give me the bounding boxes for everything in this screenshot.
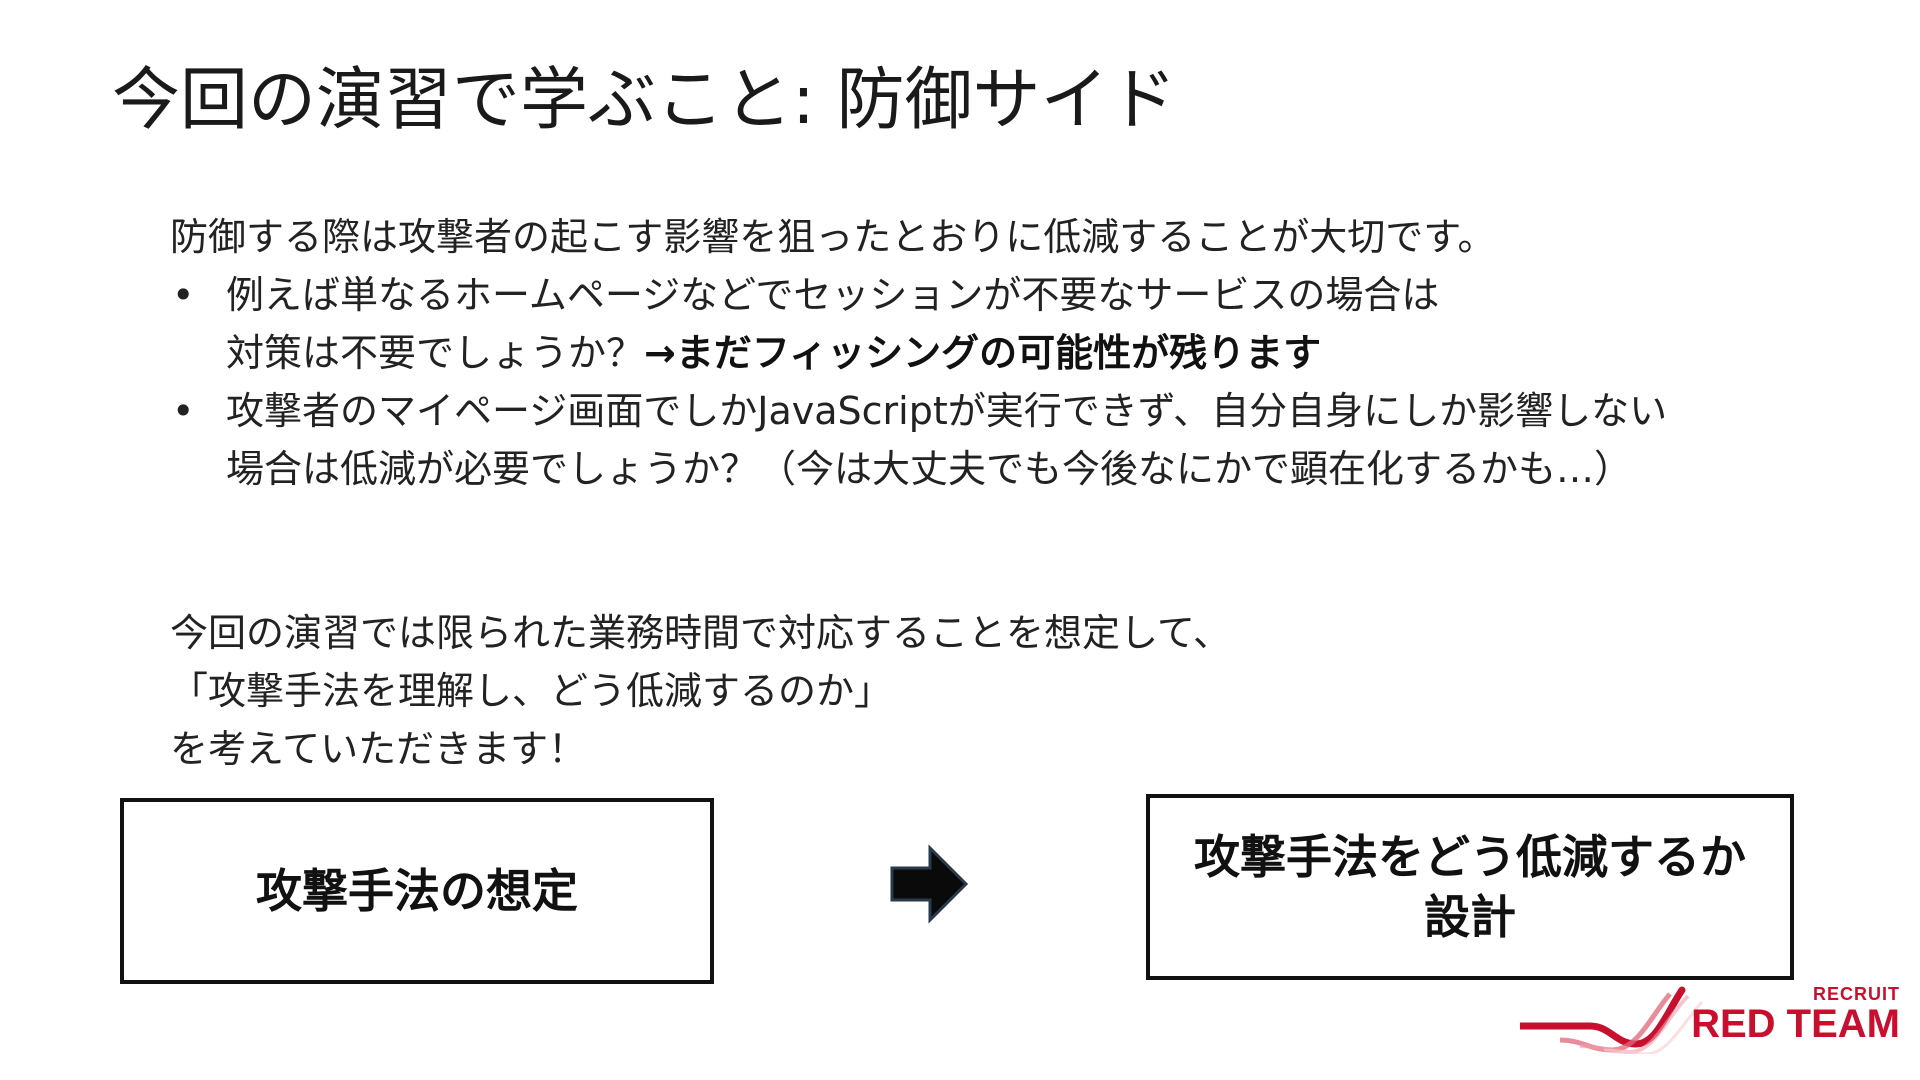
list-item: • 例えば単なるホームページなどでセッションが不要なサービスの場合は 対策は不要…	[170, 266, 1667, 382]
bullet-line: 攻撃者のマイページ画面でしかJavaScriptが実行できず、自分自身にしか影響…	[226, 389, 1668, 433]
list-item: • 攻撃者のマイページ画面でしかJavaScriptが実行できず、自分自身にしか…	[170, 382, 1667, 498]
mitigation-design-box: 攻撃手法をどう低減するか 設計	[1146, 794, 1794, 980]
bullet-line: 例えば単なるホームページなどでセッションが不要なサービスの場合は	[226, 273, 1440, 317]
logo-swoosh-icon	[1520, 986, 1704, 1054]
bullet-question: 対策は不要でしょうか？	[226, 331, 645, 375]
paragraph-line: 「攻撃手法を理解し、どう低減するのか」	[170, 669, 893, 713]
exercise-paragraph: 今回の演習では限られた業務時間で対応することを想定して、 「攻撃手法を理解し、ど…	[170, 604, 1231, 778]
bullet-list: • 例えば単なるホームページなどでセッションが不要なサービスの場合は 対策は不要…	[170, 266, 1667, 498]
paragraph-line: を考えていただきます！	[170, 727, 587, 771]
attack-assumption-box: 攻撃手法の想定	[120, 798, 714, 984]
bullet-line: 対策は不要でしょうか？→まだフィッシングの可能性が残ります	[226, 324, 1667, 382]
bullet-marker: •	[172, 389, 195, 433]
page-title: 今回の演習で学ぶこと: 防御サイド	[112, 61, 1177, 140]
box-label: 攻撃手法をどう低減するか	[1194, 830, 1746, 884]
recruit-red-team-logo: RECRUIT RED TEAM	[1520, 984, 1900, 1054]
box-label: 設計	[1424, 890, 1516, 944]
intro-text: 防御する際は攻撃者の起こす影響を狙ったとおりに低減することが大切です。	[170, 215, 1496, 259]
logo-team-text: RED TEAM	[1691, 1002, 1900, 1046]
bullet-emphasis: →まだフィッシングの可能性が残ります	[644, 331, 1322, 375]
bullet-line: 場合は低減が必要でしょうか？（今は大丈夫でも今後なにかで顕在化するかも…）	[226, 447, 1633, 491]
box-label: 攻撃手法の想定	[256, 864, 578, 918]
logo-recruit-text: RECRUIT	[1813, 984, 1900, 1004]
paragraph-line: 今回の演習では限られた業務時間で対応することを想定して、	[170, 611, 1231, 655]
bullet-marker: •	[172, 273, 195, 317]
right-arrow-icon	[890, 844, 969, 924]
